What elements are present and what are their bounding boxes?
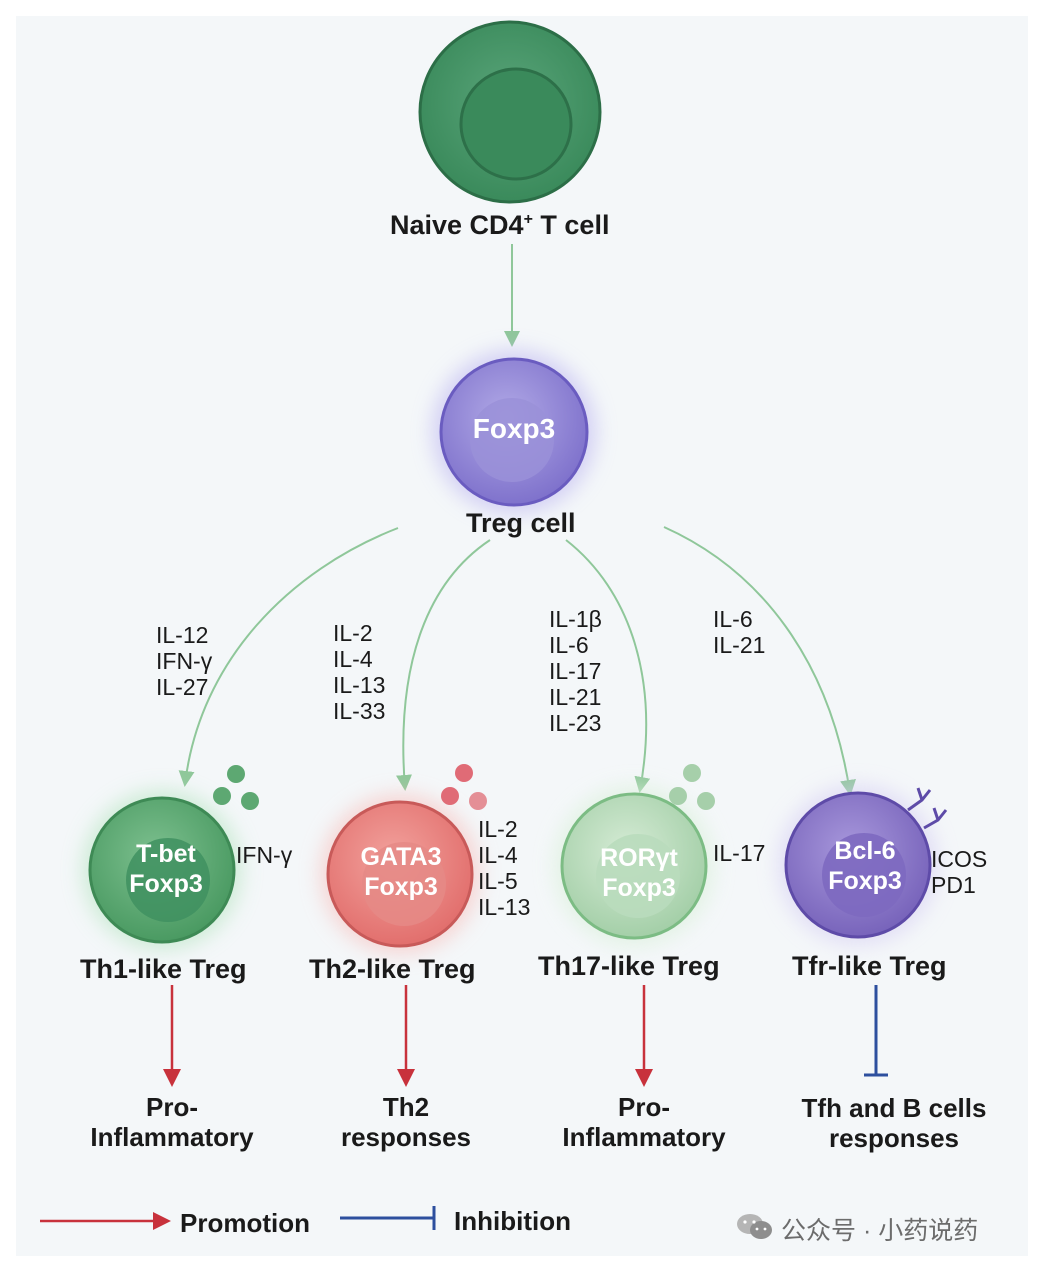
th2-secreted-dots: [441, 764, 487, 810]
treg-cell: [432, 350, 596, 514]
th1-like-treg-cell: [82, 790, 242, 950]
icos-pd1-receptor-icon: [907, 787, 948, 830]
th17-secreted: IL-17: [713, 840, 766, 866]
legend-inhibition-label: Inhibition: [454, 1206, 571, 1236]
th1-secreted-dots: [213, 765, 259, 810]
th17-outcome: Pro-Inflammatory: [562, 1092, 726, 1152]
naive-cell-title: Naive CD4+ T cell: [390, 210, 610, 240]
tfr-like-treg-cell: [778, 785, 938, 945]
th1-secreted: IFN-γ: [236, 842, 293, 868]
legend-inhibition-symbol: [340, 1206, 436, 1230]
legend-promotion-label: Promotion: [180, 1208, 310, 1238]
treg-cell-title: Treg cell: [466, 508, 576, 538]
th17-secreted-dots: [669, 764, 715, 810]
watermark-text: 公众号 · 小药说药: [781, 1217, 979, 1245]
watermark: 公众号 · 小药说药: [735, 1208, 1025, 1245]
th2-like-treg-cell: [320, 794, 480, 954]
diagram-panel: [16, 16, 1028, 1256]
th2-like-treg-title: Th2-like Treg: [309, 954, 476, 984]
tfr-like-treg-title: Tfr-like Treg: [792, 951, 947, 981]
treg-marker: Foxp3: [472, 413, 556, 444]
th1-outcome: Pro-Inflammatory: [90, 1092, 254, 1152]
th17-like-treg-title: Th17-like Treg: [538, 951, 720, 981]
th17-like-treg-cell: [554, 786, 714, 946]
naive-cd4-t-cell: [418, 20, 602, 204]
arrow-treg-to-th17: [565, 539, 651, 793]
arrow-treg-to-th2: [396, 539, 491, 791]
arrow-treg-to-th1: [178, 527, 399, 787]
inhibition-arrow-tfr: [864, 985, 888, 1077]
arrow-treg-to-tfr: [663, 526, 856, 796]
wechat-icon: [737, 1214, 772, 1239]
th1-like-treg-title: Th1-like Treg: [80, 954, 247, 984]
